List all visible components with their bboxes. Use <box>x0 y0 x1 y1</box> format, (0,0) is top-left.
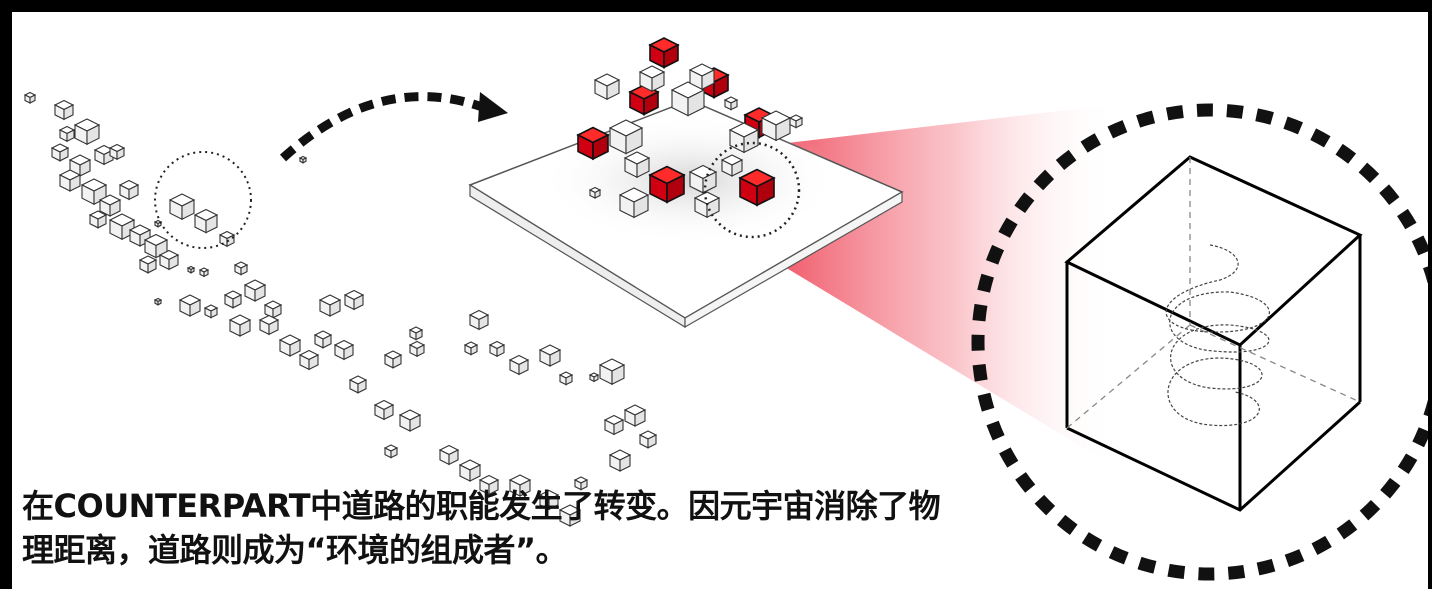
platform-cube <box>608 119 644 155</box>
path-focus-circle <box>154 151 252 249</box>
road-cube <box>223 290 243 309</box>
platform-cube <box>688 63 716 91</box>
road-cube <box>186 265 196 274</box>
caption-line-2: 理距离，道路则成为“环境的组成者”。 <box>22 531 568 569</box>
platform-cube <box>648 37 680 69</box>
road-cube <box>58 169 82 192</box>
road-cube <box>313 330 333 349</box>
platform-focus-circle <box>703 141 801 239</box>
platform-cube-group <box>576 37 804 219</box>
platform-cube <box>728 122 760 154</box>
zoom-circle <box>971 103 1432 581</box>
road-cube <box>333 339 355 361</box>
platform-cube <box>628 84 660 116</box>
road-cube <box>508 474 532 497</box>
road-cube <box>603 414 625 436</box>
road-cube <box>23 91 37 104</box>
road-cube <box>383 350 403 369</box>
platform-slab <box>468 99 904 329</box>
road-cube <box>638 430 658 449</box>
dashed-curved-arrow-icon <box>279 92 508 162</box>
caption-text: 在COUNTERPART中道路的职能发生了转变。因元宇宙消除了物 理距离，道路则… <box>22 484 1052 572</box>
road-path-cube-group <box>23 91 658 527</box>
road-cube <box>318 294 342 317</box>
platform-cube <box>618 187 650 219</box>
road-cube <box>243 279 267 302</box>
road-cube <box>178 294 202 317</box>
road-cube <box>508 354 530 376</box>
road-cube <box>58 125 76 143</box>
road-cube <box>108 143 126 161</box>
road-cube <box>558 504 582 527</box>
road-cube <box>458 459 482 482</box>
road-cube <box>193 208 219 234</box>
platform-cube <box>788 114 804 129</box>
road-cube <box>153 297 163 306</box>
platform-cube <box>623 151 651 179</box>
road-cube <box>228 314 252 337</box>
road-cube <box>573 476 589 491</box>
road-cube <box>598 358 626 386</box>
road-cube <box>488 340 506 358</box>
cube-with-helix-icon <box>1064 155 1363 512</box>
road-cube <box>53 99 75 121</box>
road-cube <box>468 309 490 331</box>
road-cube <box>383 444 399 459</box>
road-cube <box>608 449 632 472</box>
road-cube <box>278 334 302 357</box>
road-cube <box>348 375 368 394</box>
platform-cube <box>688 164 718 194</box>
road-cube <box>168 193 196 221</box>
road-cube <box>398 409 422 432</box>
platform-cube <box>588 186 602 199</box>
road-cube <box>73 118 101 146</box>
road-cube <box>558 371 574 386</box>
platform-cube <box>723 96 739 111</box>
caption-line-1: 在COUNTERPART中道路的职能发生了转变。因元宇宙消除了物 <box>22 487 941 525</box>
road-cube <box>463 341 479 356</box>
frame-right-edge <box>1428 0 1432 589</box>
road-cube <box>98 194 122 217</box>
platform-cube <box>738 168 776 207</box>
road-cube <box>438 444 460 466</box>
road-cube <box>588 372 600 383</box>
platform-cube <box>638 65 666 93</box>
platform-cube <box>576 126 610 161</box>
platform-cube <box>760 110 792 142</box>
road-cube <box>538 344 562 367</box>
road-cube <box>108 213 136 241</box>
road-cube <box>198 267 210 278</box>
road-cube <box>373 399 395 421</box>
road-cube <box>298 349 320 371</box>
road-cube <box>138 255 158 274</box>
platform-cube <box>720 154 744 177</box>
road-cube <box>623 404 647 427</box>
road-cube <box>258 314 280 336</box>
road-cube <box>233 261 249 276</box>
road-cube <box>408 326 424 341</box>
platform-cube <box>670 81 706 117</box>
road-cube <box>263 300 283 319</box>
road-cube <box>118 179 140 201</box>
road-cube <box>343 289 365 311</box>
road-cube <box>298 155 308 164</box>
road-cube <box>538 489 560 511</box>
road-cube <box>408 340 426 358</box>
platform-cube <box>648 165 686 204</box>
road-cube <box>143 233 169 259</box>
road-cube <box>88 210 108 229</box>
platform-cube <box>693 191 721 219</box>
platform-cube <box>593 73 621 101</box>
road-cube <box>50 143 70 162</box>
road-cube <box>478 474 500 496</box>
road-cube <box>203 304 219 319</box>
road-cube <box>158 249 180 271</box>
